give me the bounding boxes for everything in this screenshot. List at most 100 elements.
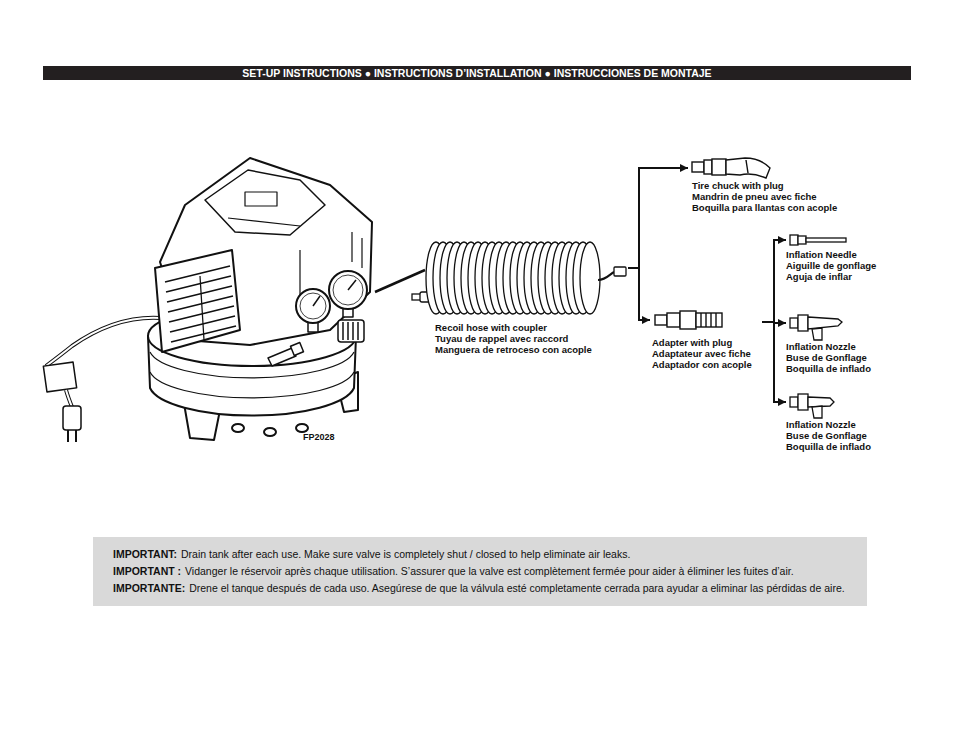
inflation-needle-illustration (798, 236, 806, 244)
accessory-arrow (762, 322, 786, 402)
part-label: Mandrin de pneu avec fiche (692, 191, 856, 202)
tire-chuck-illustration (746, 160, 748, 173)
power-cord (46, 318, 160, 366)
accessory-arrow (628, 168, 688, 268)
regulator-knob (342, 322, 344, 340)
adapter-illustration (700, 313, 701, 327)
part-label: Inflation Needle (786, 249, 904, 260)
part-label: Adaptateur avec fiche (652, 348, 760, 359)
motor-housing (361, 238, 362, 268)
inflation-nozzle-illustration (798, 394, 808, 410)
inflation-needle-illustration (790, 235, 846, 245)
tire-chuck-illustration (692, 158, 770, 178)
inflation-nozzle-part: Inflation NozzleBuse de GonflageBoquilla… (786, 313, 906, 376)
regulator-knob (352, 322, 354, 340)
part-label: Boquilla de inflado (786, 441, 904, 452)
motor-housing (160, 158, 372, 345)
accessory-arrow (628, 268, 650, 320)
pressure-gauges (348, 280, 356, 290)
power-cord (66, 390, 72, 407)
power-cord (67, 430, 69, 442)
adapter-illustration (705, 313, 706, 327)
pressure-gauges (329, 271, 367, 309)
header-bar: SET-UP INSTRUCTIONS ● INSTRUCTIONS D’INS… (43, 66, 911, 80)
regulator-knob (338, 320, 364, 342)
part-label: Inflation Nozzle (786, 341, 904, 352)
fan-grill (165, 266, 230, 282)
pressure-gauges (300, 293, 326, 319)
fan-grill (167, 286, 232, 302)
power-cord (46, 318, 160, 366)
tire-chuck-illustration (704, 160, 712, 174)
note-text: Drain tank after each use. Make sure val… (181, 548, 630, 560)
pressure-gauges (313, 296, 320, 306)
fan-grill (166, 276, 231, 292)
note-text: Vidanger le réservoir après chaque utili… (185, 565, 794, 577)
note-line: IMPORTANT: Drain tank after each use. Mak… (113, 546, 847, 563)
power-cord (43, 318, 160, 442)
fan-grill (168, 296, 233, 312)
note-line: IMPORTANTE:Drene el tanque después de ca… (113, 580, 847, 597)
note-text: Drene el tanque después de cada uso. Ase… (189, 582, 845, 594)
part-label: Manguera de retroceso con acople (435, 344, 626, 355)
part-label: Adaptador con acople (652, 359, 760, 370)
note-line: IMPORTANT :Vidanger le réservoir après c… (113, 563, 847, 580)
fan-grill (155, 250, 240, 352)
tire-chuck-illustration (726, 158, 770, 178)
hose-connection-line (375, 270, 425, 292)
part-label: Boquilla de inflado (786, 363, 904, 374)
motor-housing (205, 170, 325, 235)
air-coupler (268, 342, 304, 366)
hose-part: Recoil hose with couplerTuyau de rappel … (425, 238, 628, 357)
adapter-illustration (667, 313, 680, 327)
inflation-needle-part: Inflation NeedleAiguille de gonflageAguj… (786, 232, 906, 284)
adapter-illustration (680, 311, 696, 329)
inflation-nozzle-illustration (808, 317, 842, 329)
part-label: Aiguille de gonflage (786, 260, 904, 271)
part-label: Inflation Nozzle (786, 419, 904, 430)
compressor-legs (296, 424, 308, 432)
part-label: Boquilla para llantas con acople (692, 202, 856, 213)
adapter-illustration (715, 313, 716, 327)
important-note-panel: IMPORTANT: Drain tank after each use. Mak… (93, 537, 867, 606)
recoil-hose-illustration (580, 242, 600, 314)
tire-chuck-illustration (712, 159, 726, 175)
recoil-hose-illustration (598, 272, 614, 280)
adapter-illustration (710, 313, 711, 327)
inflation-nozzle-illustration (812, 406, 822, 418)
adapter-part: Adapter with plugAdaptateur avec ficheAd… (650, 310, 762, 372)
compressor-illustration (43, 158, 372, 442)
adapter-illustration (655, 311, 722, 329)
accessory-arrow (762, 240, 786, 322)
tire-chuck-illustration (692, 162, 704, 172)
motor-housing (160, 158, 372, 345)
power-cord (63, 406, 81, 430)
note-heading: IMPORTANT: (113, 548, 177, 560)
fan-grill (155, 250, 240, 352)
recoil-hose-illustration (614, 267, 626, 276)
inflation-nozzle-illustration (798, 315, 808, 331)
air-coupler (290, 342, 303, 355)
part-label: Adapter with plug (652, 337, 760, 348)
air-tank (150, 372, 354, 398)
power-cord (43, 362, 76, 392)
recoil-hose-illustration (412, 242, 626, 314)
part-label: Tuyau de rappel avec raccord (435, 333, 626, 344)
adapter-illustration (696, 313, 722, 327)
motor-housing (245, 192, 277, 206)
inflation-nozzle-illustration (790, 394, 834, 418)
inflation-nozzle-illustration (812, 328, 822, 340)
adapter-illustration (655, 315, 667, 325)
compressor-part: FP2028 (140, 148, 375, 445)
part-label: Recoil hose with coupler (435, 322, 626, 333)
compressor-legs (264, 428, 276, 436)
power-cord (75, 430, 77, 442)
tire-chuck-part: Tire chuck with plugMandrin de pneu avec… (688, 153, 858, 215)
compressor-legs (232, 424, 244, 432)
part-label: Buse de Gonflage (786, 430, 904, 441)
regulator-knob (357, 322, 359, 340)
inflation-nozzle-illustration (790, 318, 798, 328)
part-label: Aguja de inflar (786, 271, 904, 282)
